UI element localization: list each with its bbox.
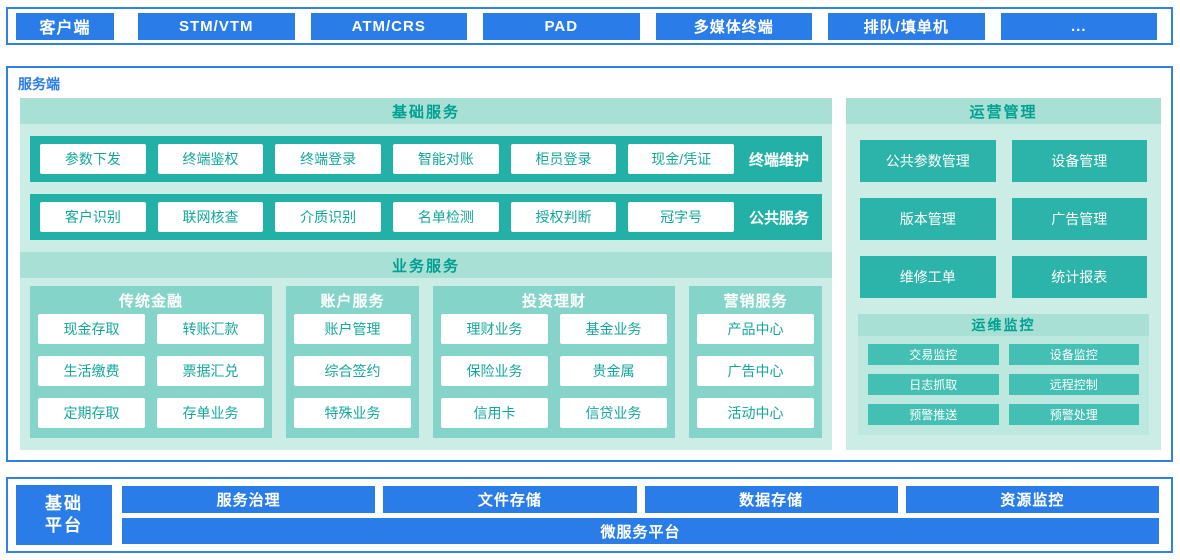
basic-services-title: 基础服务	[20, 98, 832, 124]
terminal-maintenance-label: 终端维护	[749, 151, 810, 169]
platform-item: 文件存储	[383, 486, 637, 513]
business-item: 生活缴费	[38, 356, 145, 386]
business-item: 综合签约	[294, 356, 411, 386]
basic-service-item: 授权判断	[510, 202, 617, 232]
platform-item: 数据存储	[644, 486, 898, 513]
monitoring-item: 交易监控	[868, 344, 999, 365]
monitoring-item: 设备监控	[1008, 344, 1139, 365]
client-items: STM/VTM ATM/CRS PAD 多媒体终端 排队/填单机 ...	[138, 12, 1157, 40]
business-item: 账户管理	[294, 314, 411, 344]
business-item: 活动中心	[697, 398, 814, 428]
basic-service-item: 终端登录	[275, 144, 382, 174]
basic-service-item: 客户识别	[40, 202, 146, 232]
business-item: 贵金属	[560, 356, 667, 386]
operations-item: 统计报表	[1011, 256, 1147, 298]
business-item: 广告中心	[697, 356, 814, 386]
platform-item: 服务治理	[122, 486, 376, 513]
monitoring-item: 预警处理	[1008, 404, 1139, 425]
public-services-row: 客户识别 联网核查 介质识别 名单检测 授权判断 冠字号 公共服务	[30, 194, 822, 240]
business-services-columns: 传统金融 现金存取 转账汇款 生活缴费 票据汇兑 定期存取 存单业务 账户服务 …	[30, 286, 822, 438]
monitoring-panel: 运维监控 交易监控 设备监控 日志抓取 远程控制 预警推送 预警处理	[858, 314, 1149, 435]
basic-service-item: 冠字号	[628, 202, 735, 232]
client-item-stm-vtm: STM/VTM	[138, 12, 295, 40]
basic-service-item: 现金/凭证	[628, 144, 735, 174]
investment-group: 投资理财 理财业务 基金业务 保险业务 贵金属 信用卡 信贷业务	[433, 286, 675, 438]
operations-item: 广告管理	[1011, 198, 1147, 240]
business-item: 现金存取	[38, 314, 145, 344]
basic-service-item: 名单检测	[393, 202, 499, 232]
business-item: 基金业务	[560, 314, 667, 344]
monitoring-item: 日志抓取	[868, 374, 999, 395]
operations-item: 设备管理	[1011, 140, 1147, 182]
client-item-multimedia-terminal: 多媒体终端	[655, 12, 812, 40]
basic-service-item: 介质识别	[275, 202, 382, 232]
business-item: 产品中心	[697, 314, 814, 344]
business-item: 存单业务	[157, 398, 264, 428]
investment-title: 投资理财	[521, 293, 586, 310]
monitoring-item: 预警推送	[868, 404, 999, 425]
basic-service-item: 柜员登录	[510, 144, 617, 174]
operations-panel: 运营管理 公共参数管理 设备管理 版本管理 广告管理 维修工单 统计报表 运维监…	[846, 98, 1161, 450]
business-item: 定期存取	[38, 398, 145, 428]
client-label: 客户端	[16, 12, 114, 40]
client-item-more: ...	[1000, 12, 1157, 40]
basic-service-item: 联网核查	[157, 202, 264, 232]
business-item: 理财业务	[441, 314, 548, 344]
marketing-services-group: 营销服务 产品中心 广告中心 活动中心	[689, 286, 822, 438]
client-item-atm-crs: ATM/CRS	[310, 12, 467, 40]
microservice-platform-bar: 微服务平台	[122, 518, 1159, 544]
client-item-pad: PAD	[483, 12, 640, 40]
business-item: 信贷业务	[560, 398, 667, 428]
operations-item: 版本管理	[860, 198, 996, 240]
terminal-maintenance-row: 参数下发 终端鉴权 终端登录 智能对账 柜员登录 现金/凭证 终端维护	[30, 136, 822, 182]
business-item: 信用卡	[441, 398, 548, 428]
platform-section: 基础 平台 服务治理 文件存储 数据存储 资源监控 微服务平台	[6, 477, 1173, 553]
server-section: 服务端 基础服务 参数下发 终端鉴权 终端登录 智能对账 柜员登录 现金/凭证 …	[6, 66, 1173, 462]
monitoring-item: 远程控制	[1008, 374, 1139, 395]
client-section: 客户端 STM/VTM ATM/CRS PAD 多媒体终端 排队/填单机 ...	[6, 7, 1173, 45]
account-services-title: 账户服务	[320, 293, 385, 310]
marketing-services-title: 营销服务	[723, 293, 788, 310]
business-item: 保险业务	[441, 356, 548, 386]
basic-service-item: 终端鉴权	[157, 144, 264, 174]
business-item: 转账汇款	[157, 314, 264, 344]
platform-label-line: 平台	[45, 516, 83, 535]
platform-label-line: 基础	[45, 493, 83, 513]
business-item: 特殊业务	[294, 398, 411, 428]
public-services-label: 公共服务	[749, 209, 810, 227]
basic-service-item: 智能对账	[393, 144, 499, 174]
platform-label: 基础 平台	[16, 485, 112, 545]
basic-service-item: 参数下发	[40, 144, 146, 174]
traditional-finance-group: 传统金融 现金存取 转账汇款 生活缴费 票据汇兑 定期存取 存单业务	[30, 286, 272, 438]
services-panel: 基础服务 参数下发 终端鉴权 终端登录 智能对账 柜员登录 现金/凭证 终端维护…	[20, 98, 832, 450]
business-item: 票据汇兑	[157, 356, 264, 386]
operations-title: 运营管理	[846, 98, 1161, 124]
traditional-finance-title: 传统金融	[118, 293, 183, 310]
account-services-group: 账户服务 账户管理 综合签约 特殊业务	[286, 286, 419, 438]
business-services-title: 业务服务	[20, 252, 832, 278]
client-item-queue-form-machine: 排队/填单机	[828, 12, 985, 40]
server-label: 服务端	[18, 76, 60, 92]
operations-item: 维修工单	[860, 256, 996, 298]
operations-item: 公共参数管理	[860, 140, 996, 182]
platform-item: 资源监控	[905, 486, 1159, 513]
monitoring-title: 运维监控	[858, 314, 1149, 336]
